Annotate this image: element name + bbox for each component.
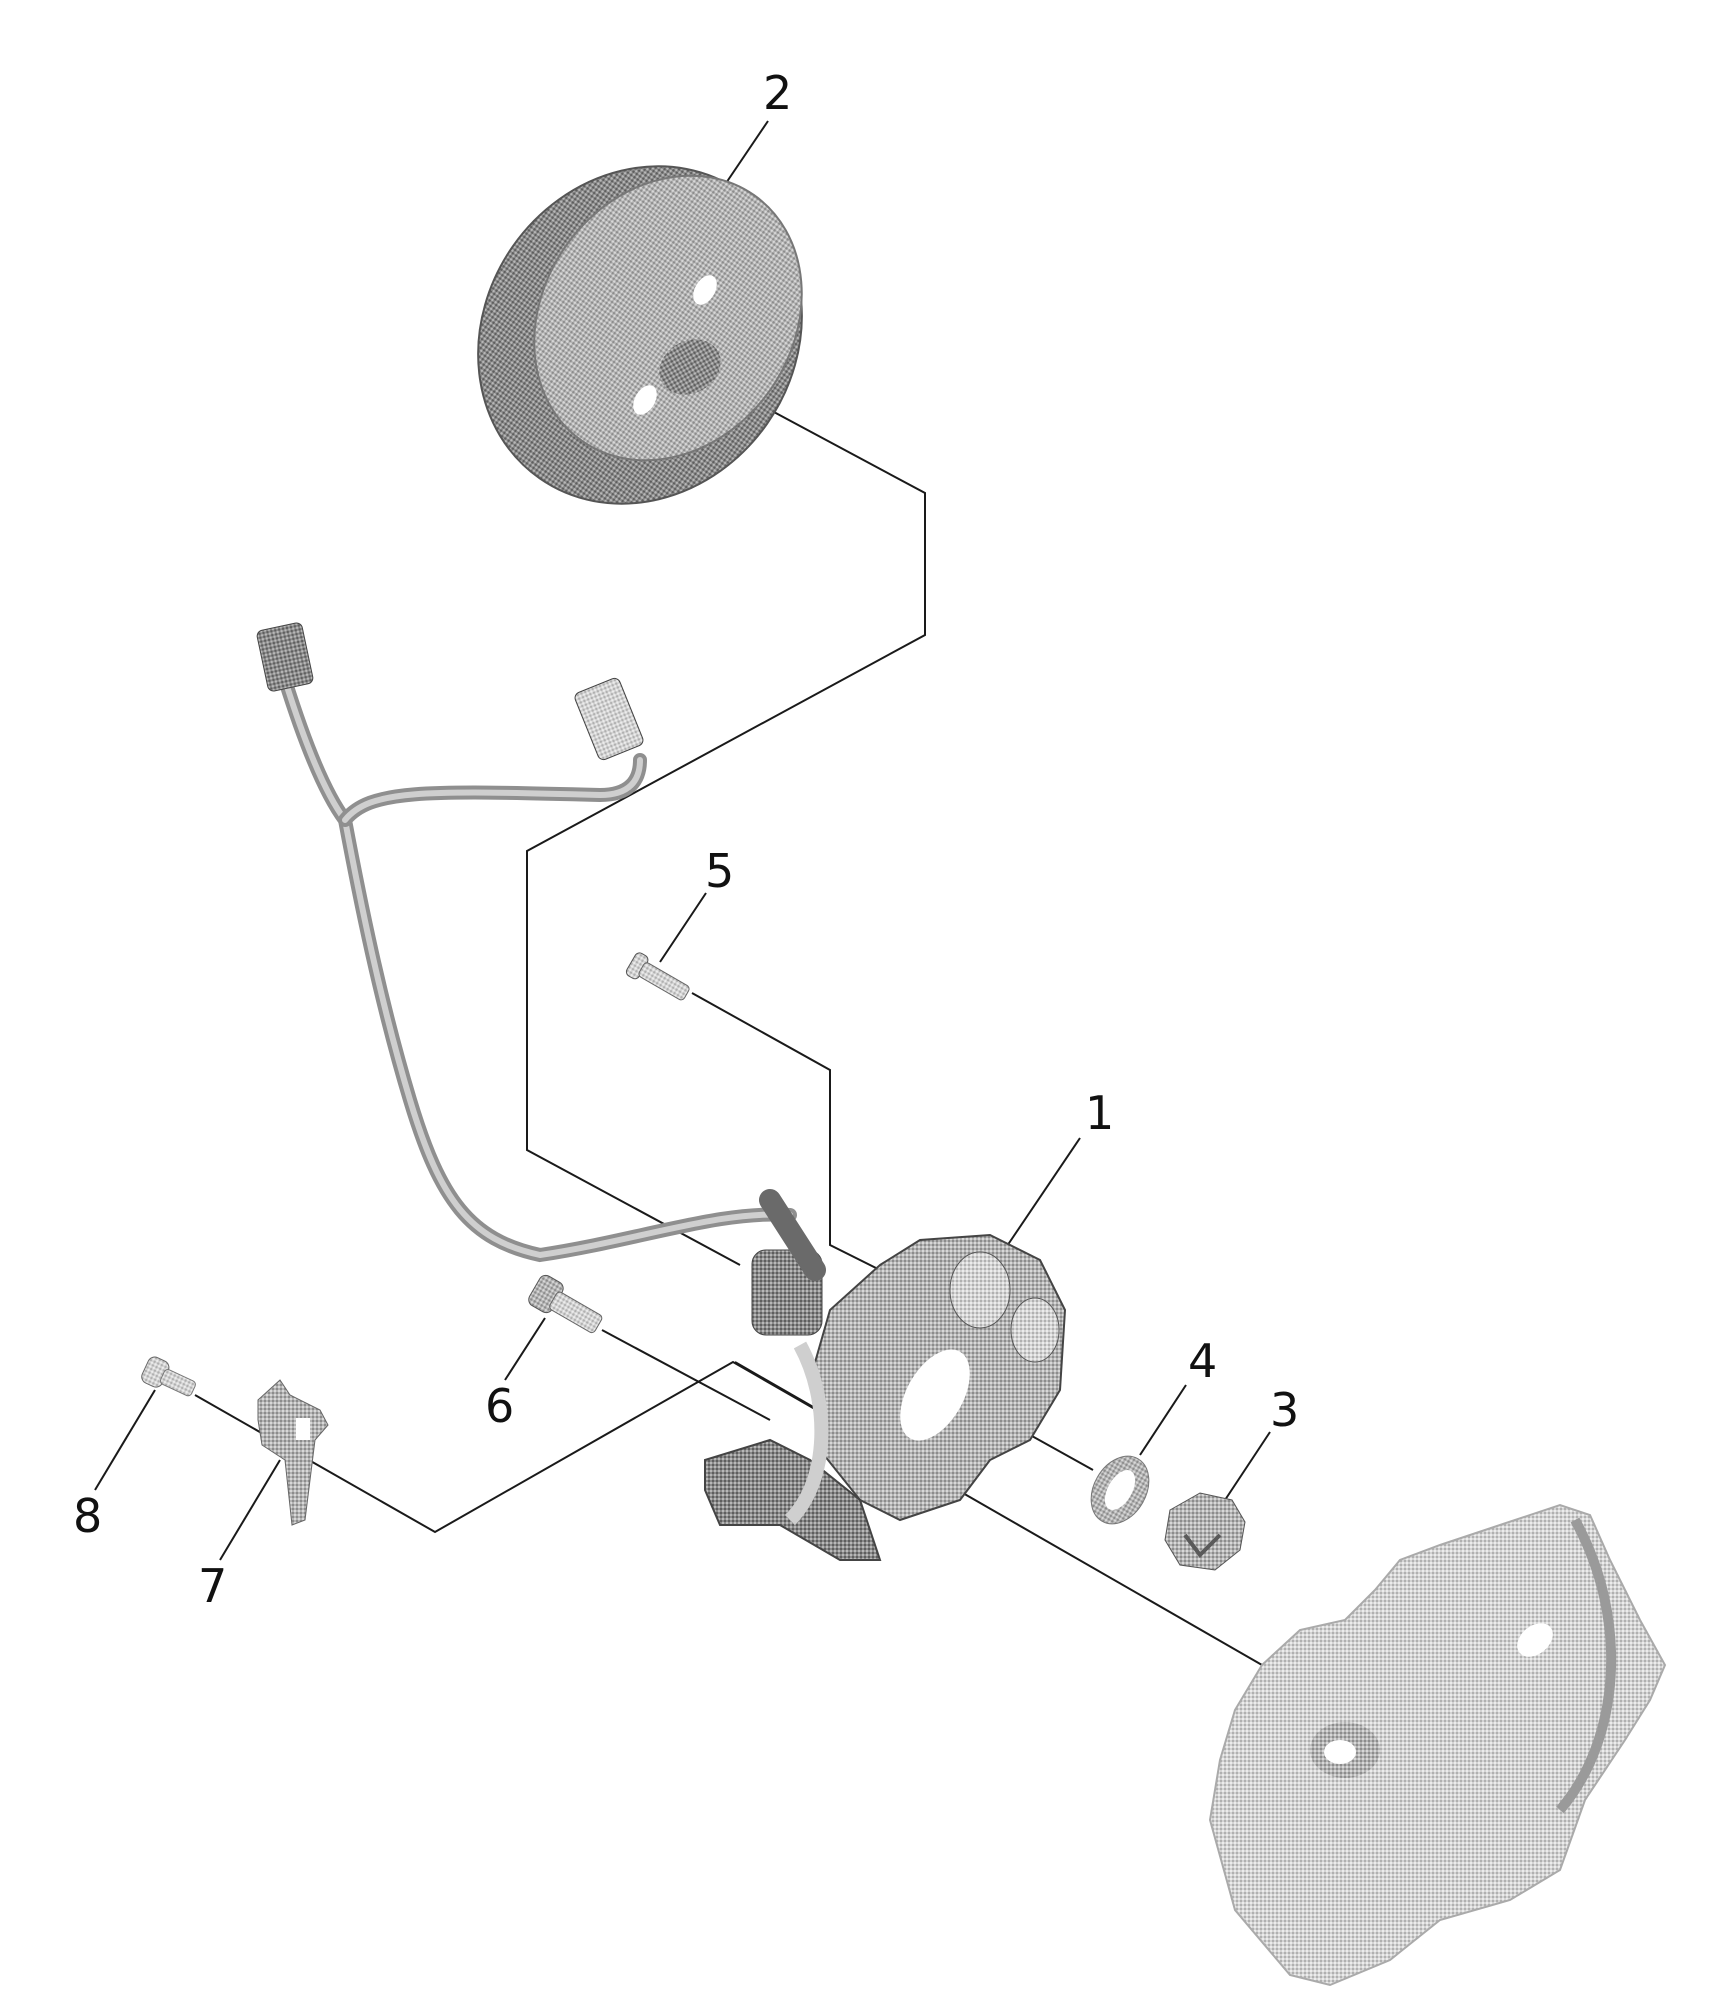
flywheel-assembly-line (526, 366, 926, 1266)
screw-5-part[interactable] (625, 951, 693, 1006)
screw-6-part[interactable] (526, 1273, 607, 1339)
washer-4-part[interactable] (1079, 1446, 1160, 1534)
callout-6: 6 (485, 1379, 515, 1433)
callout-5: 5 (705, 844, 735, 898)
wire-harness-part[interactable] (256, 622, 826, 1336)
leader-2 (719, 120, 769, 193)
nut-3-part[interactable] (1164, 1492, 1246, 1571)
screw-8-part[interactable] (139, 1355, 199, 1403)
harness-connector-right (574, 677, 644, 761)
callout-1: 1 (1085, 1086, 1115, 1140)
flywheel-rotor-part[interactable] (413, 103, 868, 568)
screw-5-assembly-line (691, 992, 881, 1271)
screw-6-assembly-line (601, 1329, 771, 1421)
crankcase-cover (1208, 1503, 1667, 1987)
callout-7: 7 (198, 1559, 228, 1613)
leader-5 (659, 892, 707, 963)
leader-7 (219, 1459, 281, 1561)
stator-part[interactable] (704, 1233, 1067, 1561)
callout-2: 2 (763, 66, 793, 120)
bracket-clip-7-part[interactable] (257, 1379, 329, 1526)
leader-1 (1002, 1137, 1081, 1253)
leader-6 (504, 1317, 546, 1381)
leader-3 (1224, 1431, 1271, 1501)
callout-4: 4 (1188, 1334, 1218, 1388)
callout-3: 3 (1270, 1383, 1300, 1437)
harness-connector-left (256, 622, 314, 692)
callout-8: 8 (73, 1489, 103, 1543)
leader-8 (94, 1389, 156, 1491)
leader-4 (1139, 1384, 1187, 1456)
